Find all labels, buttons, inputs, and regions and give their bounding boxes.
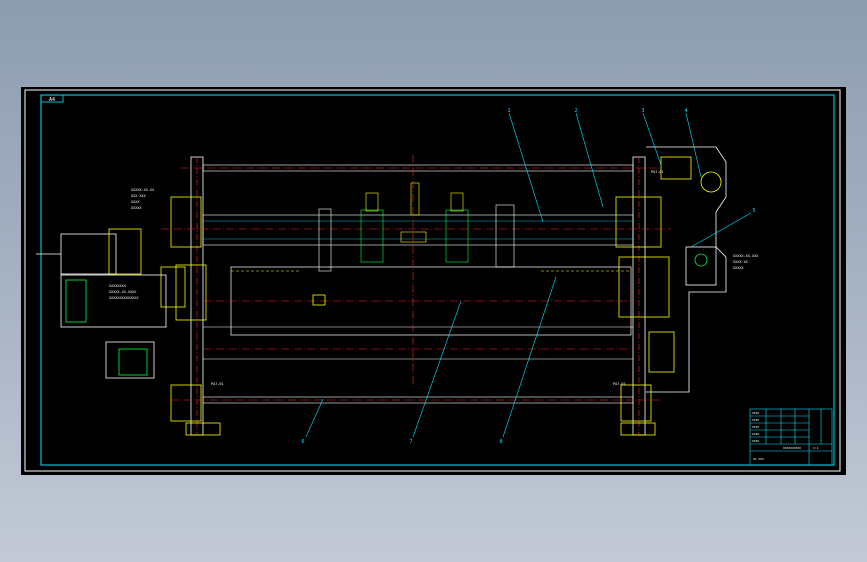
leader-lines — [305, 112, 752, 438]
cad-drawing: A4 XXXXXXXX XXXXX-XX-XXXX XXXXXXXXXXXXXX — [24, 89, 841, 472]
callout-6: 6 — [301, 439, 304, 445]
tb-row-2: XXXX — [752, 418, 759, 422]
callout-5: 5 — [752, 208, 755, 214]
left-note-1: XXXXX-XX-XX — [131, 188, 155, 192]
callout-8: 8 — [499, 439, 502, 445]
tb-row-5: XXXX — [752, 439, 759, 443]
tb-sheet-no: XX XXX — [753, 457, 764, 461]
inner-frame — [40, 94, 835, 466]
left-side-plate — [160, 156, 221, 436]
dimension-labels: PA7-01 PA7-01 PA7-01 — [211, 170, 664, 386]
tb-drawing-name: XXXXXXXXXX — [783, 446, 801, 450]
note-block-left: XXXXX-XX-XX XXX XXX XXXX XXXXX — [131, 188, 155, 210]
right-note-1: XXXXX-XX-XXX — [733, 254, 759, 258]
motor-note-3: XXXXXXXXXXXXXX — [109, 296, 139, 300]
main-roller — [203, 266, 633, 336]
sheet-tag-label: A4 — [49, 97, 55, 103]
callout-2: 2 — [574, 108, 577, 114]
motor-assembly — [36, 228, 167, 379]
tb-row-1: XXXX — [752, 411, 759, 415]
cutter-wheels — [318, 182, 515, 272]
tb-row-4: XXXX — [752, 432, 759, 436]
bottom-shaft — [171, 396, 661, 404]
motor-note-2: XXXXX-XX-XXXX — [109, 290, 137, 294]
dim-label-1: PA7-01 — [211, 382, 224, 386]
callout-1: 1 — [507, 108, 510, 114]
top-shaft — [181, 164, 661, 172]
right-note-3: XXXXX — [733, 266, 744, 270]
left-note-3: XXXX — [131, 200, 140, 204]
title-block-text: XXXX XXXX XXXX XXXX XXXX XXXXXXXXXX 1:1 … — [752, 411, 819, 461]
left-note-4: XXXXX — [131, 206, 142, 210]
callout-4: 4 — [684, 108, 687, 114]
tb-row-3: XXXX — [752, 425, 759, 429]
callout-numbers: 1 2 3 4 5 6 7 8 — [301, 108, 755, 445]
dim-label-3: PA7-01 — [651, 170, 664, 174]
dim-label-2: PA7-01 — [613, 382, 626, 386]
motor-note-1: XXXXXXXX — [109, 284, 127, 288]
sheet-tag-box — [40, 94, 64, 103]
upper-shaft — [161, 214, 671, 246]
callout-7: 7 — [409, 439, 412, 445]
right-side-plate — [615, 146, 727, 436]
drawing-sheet: A4 XXXXXXXX XXXXX-XX-XXXX XXXXXXXXXXXXXX — [21, 87, 846, 475]
title-block — [749, 408, 833, 466]
left-note-2: XXX XXX — [131, 194, 147, 198]
outer-frame — [24, 89, 841, 472]
lower-roller — [203, 326, 633, 360]
right-note-2: XXXX XX — [733, 260, 749, 264]
callout-3: 3 — [641, 108, 644, 114]
motor-nameplate: XXXXXXXX XXXXX-XX-XXXX XXXXXXXXXXXXXX — [109, 284, 139, 300]
note-block-right: XXXXX-XX-XXX XXXX XX XXXXX — [733, 254, 759, 270]
tb-scale: 1:1 — [813, 446, 819, 450]
